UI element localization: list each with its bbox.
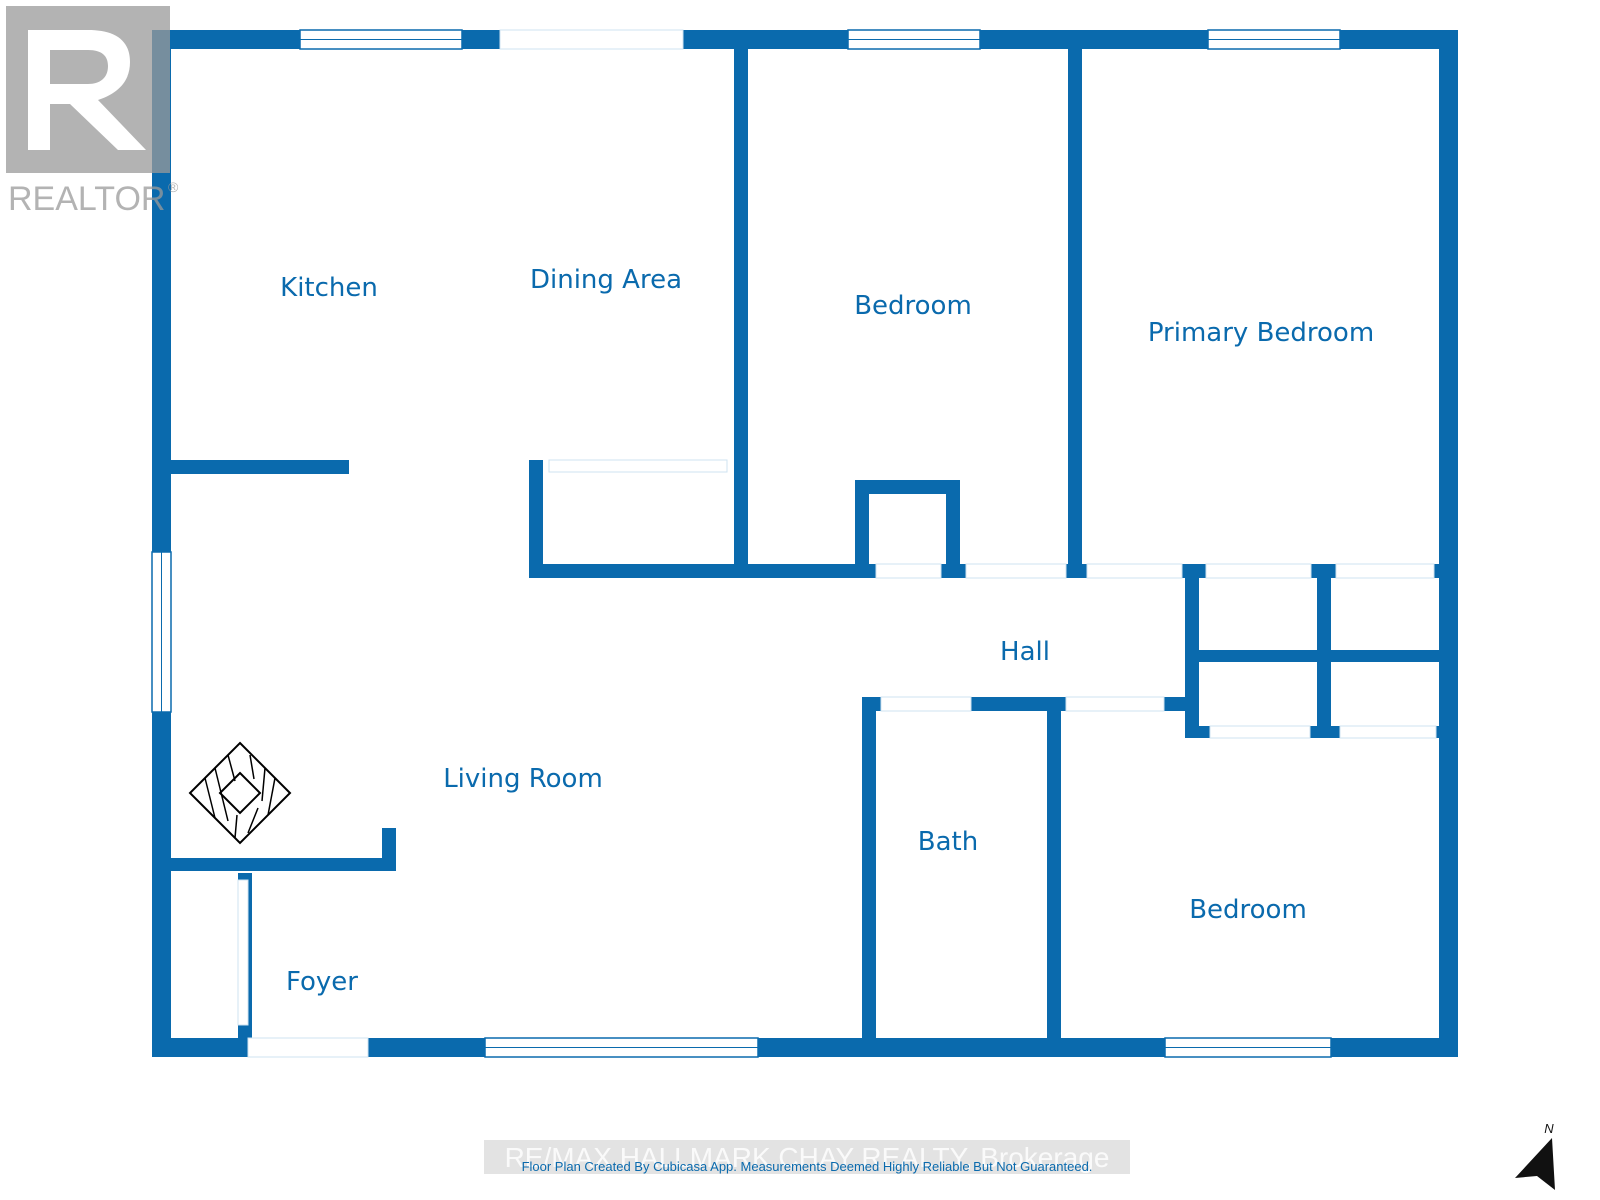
wall-segment [734, 49, 748, 569]
wall-segment [1047, 697, 1061, 1038]
room-label-dining-area: Dining Area [530, 265, 682, 295]
realtor-logo-text: REALTOR [8, 180, 165, 218]
room-label-kitchen: Kitchen [280, 273, 378, 303]
north-arrow: N [1515, 1121, 1555, 1190]
opening [965, 563, 1067, 579]
wall-segment [855, 480, 869, 578]
opening [880, 696, 972, 712]
wall-segment [152, 30, 171, 1057]
brokerage-watermark: RE/MAX HALLMARK CHAY REALTY, Brokerage [505, 1142, 1110, 1173]
wall-segment [855, 480, 960, 494]
wall-segment [1068, 49, 1082, 569]
north-arrow-icon [1515, 1138, 1555, 1190]
room-label-primary-bedroom: Primary Bedroom [1148, 318, 1374, 348]
room-label-living-room: Living Room [443, 764, 603, 794]
room-label-bedroom: Bedroom [854, 291, 972, 321]
opening [1086, 563, 1183, 579]
realtor-logo-mark: ® [168, 179, 179, 195]
wall-segment [1185, 650, 1445, 662]
opening [237, 879, 249, 1026]
fireplace-icon [188, 741, 292, 845]
realtor-logo: REALTOR ® [6, 6, 179, 218]
room-label-bedroom-2: Bedroom [1189, 895, 1307, 925]
wall-segment [1439, 30, 1458, 1057]
room-label-bath: Bath [918, 827, 978, 857]
opening [1335, 563, 1435, 579]
opening [247, 1037, 369, 1058]
compass-label: N [1544, 1121, 1554, 1136]
opening [1209, 725, 1311, 739]
wall-segment [152, 1038, 1458, 1057]
room-label-hall: Hall [1000, 637, 1050, 667]
room-label-foyer: Foyer [286, 967, 358, 997]
opening [499, 29, 684, 50]
opening [548, 459, 728, 473]
opening [1065, 696, 1165, 712]
watermark-band [484, 1140, 1130, 1174]
wall-segment [529, 460, 543, 578]
opening [875, 563, 942, 579]
opening [1339, 725, 1437, 739]
wall-segment [862, 697, 876, 1038]
wall-segment [152, 30, 1458, 49]
wall-segment [171, 858, 396, 871]
windows [151, 29, 1437, 1058]
wall-segment [946, 480, 960, 578]
floor-plan-credit: Floor Plan Created By Cubicasa App. Meas… [522, 1159, 1093, 1174]
opening [1205, 563, 1312, 579]
wall-segment [171, 460, 349, 474]
